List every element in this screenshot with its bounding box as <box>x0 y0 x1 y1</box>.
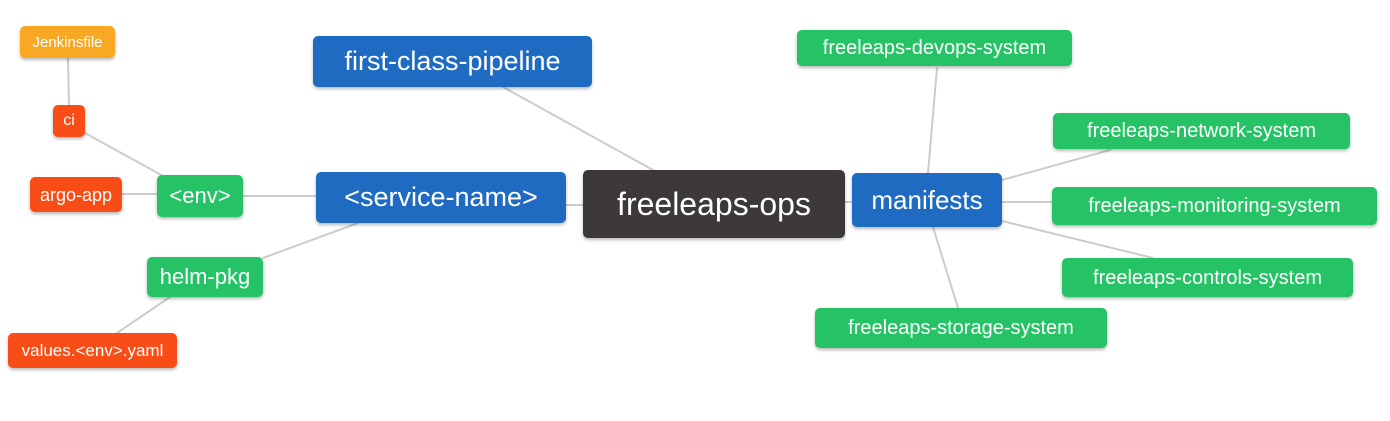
edge-manifests-devops <box>927 67 938 174</box>
node-storage-system[interactable]: freeleaps-storage-system <box>815 308 1107 348</box>
edge-jenkinsfile-ci <box>67 57 70 106</box>
node-controls-system[interactable]: freeleaps-controls-system <box>1062 258 1353 297</box>
node-jenkinsfile[interactable]: Jenkinsfile <box>20 26 115 58</box>
edge-manifests-network <box>1001 149 1111 181</box>
edge-ci-env <box>84 132 164 177</box>
edge-manifests-storage <box>932 226 959 309</box>
node-values-env-yaml[interactable]: values.<env>.yaml <box>8 333 177 368</box>
node-argo-app[interactable]: argo-app <box>30 177 122 212</box>
edge-manifests-controls <box>1001 220 1154 259</box>
node-manifests[interactable]: manifests <box>852 173 1002 227</box>
edge-pipeline-ops <box>502 86 654 171</box>
node-monitoring-system[interactable]: freeleaps-monitoring-system <box>1052 187 1377 225</box>
node-ci[interactable]: ci <box>53 105 85 137</box>
node-helm-pkg[interactable]: helm-pkg <box>147 257 263 297</box>
node-service-name[interactable]: <service-name> <box>316 172 566 223</box>
edge-helmpkg-servicename <box>262 222 359 259</box>
node-freeleaps-ops[interactable]: freeleaps-ops <box>583 170 845 238</box>
node-devops-system[interactable]: freeleaps-devops-system <box>797 30 1072 66</box>
node-network-system[interactable]: freeleaps-network-system <box>1053 113 1350 149</box>
node-first-class-pipeline[interactable]: first-class-pipeline <box>313 36 592 87</box>
node-env[interactable]: <env> <box>157 175 243 217</box>
edge-helmpkg-values <box>116 296 171 334</box>
